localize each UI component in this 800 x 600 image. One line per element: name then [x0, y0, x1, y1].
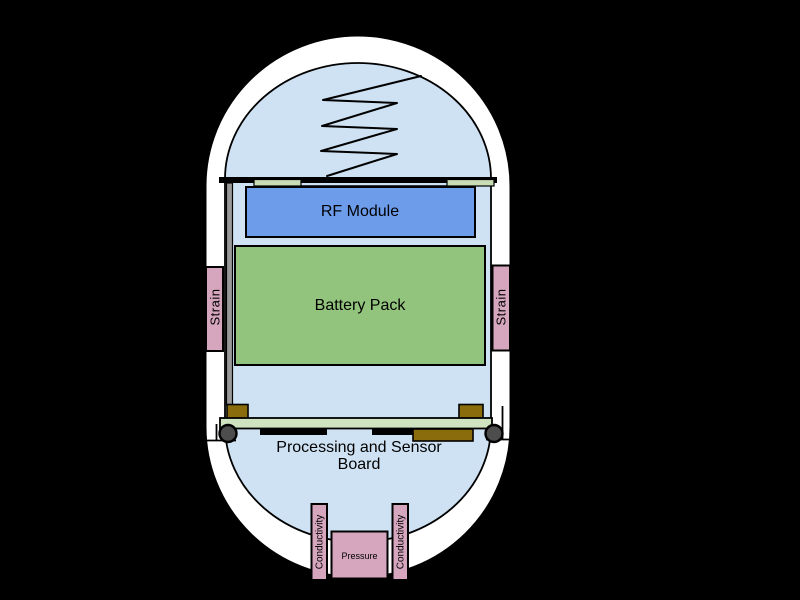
board-component-brown-left	[226, 403, 249, 420]
guide-rail	[225, 182, 234, 406]
rf-module-box	[245, 186, 476, 238]
pressure-sensor	[330, 530, 389, 580]
pcb-strip	[219, 417, 493, 430]
conductivity-sensor-right	[391, 503, 409, 581]
chip-black-mid	[372, 428, 438, 435]
pivot-circle-right	[484, 423, 504, 444]
spring-coil	[320, 75, 422, 177]
pivot-circle-left	[218, 423, 238, 444]
battery-pack-box	[234, 245, 486, 366]
board-component-brown-bottom	[412, 428, 474, 442]
top-pad-right	[446, 178, 495, 187]
chip-black-left	[260, 428, 327, 435]
top-pad-left	[253, 178, 302, 187]
strain-gauge-left	[205, 266, 224, 352]
strain-gauge-right	[491, 264, 511, 352]
conductivity-sensor-left	[310, 503, 328, 581]
top-mounting-bar	[219, 177, 497, 183]
board-component-brown-right	[458, 403, 484, 420]
